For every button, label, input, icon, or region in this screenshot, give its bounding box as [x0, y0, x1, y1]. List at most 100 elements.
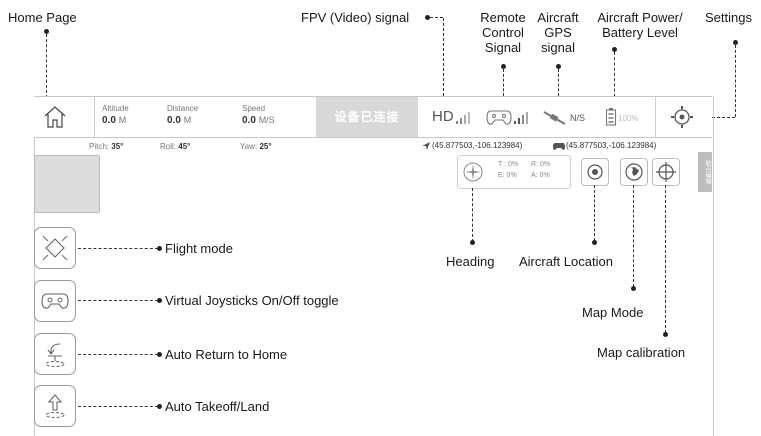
connection-status: 设备已连接: [316, 97, 418, 137]
callout-text: Remote: [480, 10, 526, 25]
heading-t: T : 0%: [498, 161, 519, 168]
callout-line: [443, 18, 444, 106]
callout-map-calibration: Map calibration: [597, 345, 686, 360]
callout-dot: [556, 64, 561, 69]
map-mode-button[interactable]: [620, 158, 648, 186]
callout-line: [558, 69, 559, 101]
speed-value: 0.0 M/S: [242, 115, 275, 126]
callout-remote-control: Remote Control Signal: [475, 10, 531, 55]
callout-line: [46, 34, 47, 98]
callout-line: [472, 188, 473, 242]
callout-dot: [501, 64, 506, 69]
settings-button[interactable]: [670, 105, 694, 129]
heading-a: A: 0%: [531, 172, 550, 179]
callout-dot: [157, 404, 162, 409]
heading-panel: T : 0% R: 0% E: 0% A: 0%: [457, 155, 571, 189]
gamepad-icon: [553, 143, 565, 150]
pitch-readout: Pitch: 35°: [89, 142, 124, 151]
heading-e: E: 0%: [498, 172, 517, 179]
callout-line: [78, 354, 158, 355]
callout-line: [665, 185, 666, 333]
callout-dot: [157, 352, 162, 357]
callout-dot: [157, 246, 162, 251]
callout-text: GPS: [544, 25, 572, 40]
callout-line: [78, 300, 158, 301]
callout-text: Aircraft Power/: [597, 10, 683, 25]
callout-heading: Heading: [446, 254, 495, 269]
callout-fpv-signal: FPV (Video) signal: [301, 10, 410, 25]
signal-bars-icon: [514, 112, 528, 124]
callout-text: Control: [482, 25, 524, 40]
battery-level: 100%: [618, 114, 639, 123]
callout-dot: [157, 298, 162, 303]
callout-aircraft-power: Aircraft Power/ Battery Level: [588, 10, 692, 40]
map-calibration-button[interactable]: [652, 158, 680, 186]
callout-dot: [733, 40, 738, 45]
flight-mode-icon: [42, 235, 68, 261]
callout-dot: [470, 240, 475, 245]
gear-icon: [671, 106, 693, 128]
distance-value: 0.0 M: [167, 115, 192, 126]
callout-line: [735, 45, 736, 117]
callout-aircraft-location: Aircraft Location: [519, 254, 613, 269]
globe-icon: [625, 163, 643, 181]
altitude-label: Altitude: [102, 104, 129, 113]
home-icon: [44, 106, 66, 128]
callout-text: Signal: [484, 40, 522, 55]
callout-dot: [592, 240, 597, 245]
callout-line: [503, 69, 504, 101]
callout-flight-mode: Flight mode: [165, 241, 233, 256]
callout-auto-return: Auto Return to Home: [165, 347, 288, 362]
callout-auto-takeoff: Auto Takeoff/Land: [165, 399, 270, 414]
compass-icon: [463, 162, 483, 182]
callout-line: [594, 185, 595, 241]
controller-coords: (45.877503,-106.123984): [566, 141, 657, 150]
callout-dot: [44, 29, 49, 34]
callout-map-mode: Map Mode: [582, 305, 644, 320]
callout-line: [78, 406, 158, 407]
return-home-icon: [45, 343, 65, 367]
virtual-joysticks-button[interactable]: [34, 280, 76, 322]
send-arrow-icon: [422, 142, 430, 150]
auto-return-button[interactable]: [34, 333, 76, 375]
home-button[interactable]: [42, 105, 68, 129]
yaw-readout: Yaw: 25°: [240, 142, 272, 151]
callout-aircraft-gps: Aircraft GPS signal: [536, 10, 580, 55]
crosshair-icon: [656, 162, 676, 182]
callout-dot: [425, 15, 430, 20]
callout-dot: [631, 286, 636, 291]
callout-line: [430, 17, 443, 18]
callout-text: Battery Level: [602, 25, 678, 40]
callout-text: signal: [541, 40, 575, 55]
heading-r: R: 0%: [531, 161, 551, 168]
gps-status: N/S: [570, 113, 586, 123]
gamepad-icon: [486, 110, 512, 125]
waypoint-tab[interactable]: 航点编辑: [698, 152, 712, 192]
aircraft-location-button[interactable]: [581, 158, 609, 186]
target-icon: [587, 164, 603, 180]
satellite-icon: [543, 111, 566, 125]
altitude-value: 0.0 M: [102, 115, 127, 126]
callout-dot: [612, 47, 617, 52]
roll-readout: Roll: 45°: [160, 142, 191, 151]
callout-line: [633, 185, 634, 287]
divider: [94, 97, 95, 137]
speed-label: Speed: [242, 104, 266, 113]
aircraft-coords: (45.877503,-106.123984): [432, 141, 523, 150]
auto-takeoff-button[interactable]: [34, 385, 76, 427]
callout-line: [78, 248, 158, 249]
flight-mode-button[interactable]: [34, 227, 76, 269]
distance-label: Distance: [167, 104, 199, 113]
signal-bars-icon: [456, 112, 470, 124]
fpv-hd-label: HD: [432, 108, 454, 125]
callout-dot: [663, 332, 668, 337]
gamepad-icon: [41, 293, 69, 309]
callout-line: [614, 52, 615, 102]
callout-virtual-joysticks: Virtual Joysticks On/Off toggle: [165, 293, 339, 308]
takeoff-icon: [45, 394, 65, 418]
top-bar: Altitude 0.0 M Distance 0.0 M Speed 0.0 …: [34, 96, 712, 138]
callout-settings: Settings: [705, 10, 752, 25]
battery-icon: [605, 108, 617, 126]
video-preview[interactable]: [34, 155, 100, 213]
callout-text: Aircraft: [537, 10, 579, 25]
